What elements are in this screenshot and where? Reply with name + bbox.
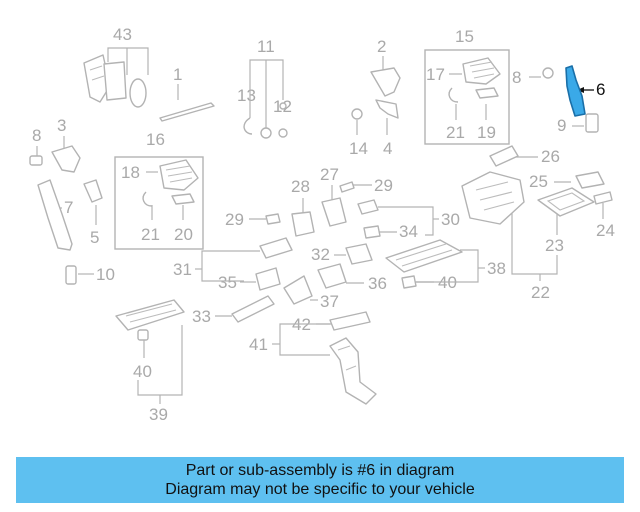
part-24-strip <box>593 191 613 205</box>
group-16-parts <box>142 159 199 207</box>
label-36: 36 <box>368 274 387 293</box>
part-4-bracket <box>375 99 399 119</box>
label-29-left: 29 <box>225 210 244 229</box>
group-15-parts <box>448 57 501 103</box>
label-3: 3 <box>57 116 66 135</box>
label-38: 38 <box>487 259 506 278</box>
label-27: 27 <box>320 165 339 184</box>
label-6-highlighted: 6 <box>596 80 605 99</box>
caption-line-2: Diagram may not be specific to your vehi… <box>165 481 475 498</box>
part-40-clip-lower <box>137 329 149 341</box>
part-41-duct <box>329 337 377 405</box>
part-23-tray <box>537 187 595 217</box>
callout-labels: 43 1 11 13 12 2 15 17 21 19 8 6 9 14 4 8… <box>32 25 615 424</box>
part-2-bracket <box>370 67 401 97</box>
part-32-duct <box>345 243 373 265</box>
part-40-clip-middle <box>401 275 417 289</box>
label-32: 32 <box>311 245 330 264</box>
part-43-vent-duct <box>83 54 147 108</box>
leader-lines <box>36 47 604 404</box>
parts-diagram: 43 1 11 13 12 2 15 17 21 19 8 6 9 14 4 8… <box>29 25 615 424</box>
part-33-duct <box>231 295 275 323</box>
part-28b-duct <box>291 211 315 237</box>
label-34: 34 <box>399 222 418 241</box>
label-18: 18 <box>121 163 140 182</box>
label-2: 2 <box>377 37 386 56</box>
label-7: 7 <box>64 198 73 217</box>
part-39-lower-panel <box>115 299 185 331</box>
part-7-pillar-trim <box>37 179 73 251</box>
part-8-clip-upper <box>542 67 554 79</box>
label-30: 30 <box>441 210 460 229</box>
label-11: 11 <box>257 37 275 56</box>
label-28: 28 <box>291 177 310 196</box>
part-34-clip <box>363 225 381 239</box>
label-40-lower: 40 <box>133 362 152 381</box>
part-1-trim-strip <box>159 102 215 122</box>
label-21-upper: 21 <box>446 123 465 142</box>
label-37: 37 <box>320 292 339 311</box>
part-14-clip <box>351 108 363 120</box>
part-11-fasteners <box>243 102 288 139</box>
label-19: 19 <box>477 123 496 142</box>
part-26-panel <box>489 145 519 167</box>
label-35: 35 <box>218 273 237 292</box>
label-15: 15 <box>455 27 474 46</box>
label-17: 17 <box>426 65 445 84</box>
part-3-vent <box>51 145 81 173</box>
part-29-clip <box>265 213 281 225</box>
label-16: 16 <box>146 130 165 149</box>
part-30-clip <box>357 199 379 215</box>
label-23: 23 <box>545 236 564 255</box>
label-24: 24 <box>596 221 615 240</box>
label-13: 13 <box>237 86 256 105</box>
label-43: 43 <box>113 25 132 44</box>
part-25-panel <box>575 171 605 189</box>
part-36-duct <box>317 263 347 289</box>
label-22: 22 <box>531 283 550 302</box>
group-box-15 <box>424 49 510 145</box>
caption-line-1: Part or sub-assembly is #6 in diagram <box>185 462 455 479</box>
part-8-clip-left <box>29 155 43 166</box>
part-28-duct <box>321 197 347 227</box>
label-5: 5 <box>90 228 99 247</box>
part-6-highlighted-bracket <box>565 65 586 117</box>
part-35-duct <box>255 267 281 291</box>
label-8-left: 8 <box>32 126 41 145</box>
caption-banner: Part or sub-assembly is #6 in diagram Di… <box>16 457 624 503</box>
part-27-clip <box>339 181 355 193</box>
group-box-16 <box>114 156 204 250</box>
label-39: 39 <box>149 405 168 424</box>
label-31: 31 <box>173 260 192 279</box>
part-9-cap <box>585 113 599 133</box>
label-8-upper: 8 <box>512 68 521 87</box>
label-21-lower: 21 <box>141 225 160 244</box>
part-37-duct <box>283 275 313 305</box>
part-42-panel <box>329 311 371 331</box>
part-5-bracket <box>83 179 103 203</box>
part-38-panel <box>385 239 463 273</box>
label-10: 10 <box>96 265 115 284</box>
label-29-upper: 29 <box>374 176 393 195</box>
label-1: 1 <box>173 65 182 84</box>
label-4: 4 <box>383 139 392 158</box>
label-26: 26 <box>541 147 560 166</box>
label-9: 9 <box>557 116 566 135</box>
label-33: 33 <box>192 307 211 326</box>
part-10-clip <box>65 265 77 285</box>
part-31-duct <box>259 237 293 259</box>
label-25: 25 <box>529 172 548 191</box>
label-20: 20 <box>174 225 193 244</box>
part-dash-center-vent <box>461 171 525 225</box>
label-14: 14 <box>349 139 368 158</box>
label-41: 41 <box>249 335 268 354</box>
